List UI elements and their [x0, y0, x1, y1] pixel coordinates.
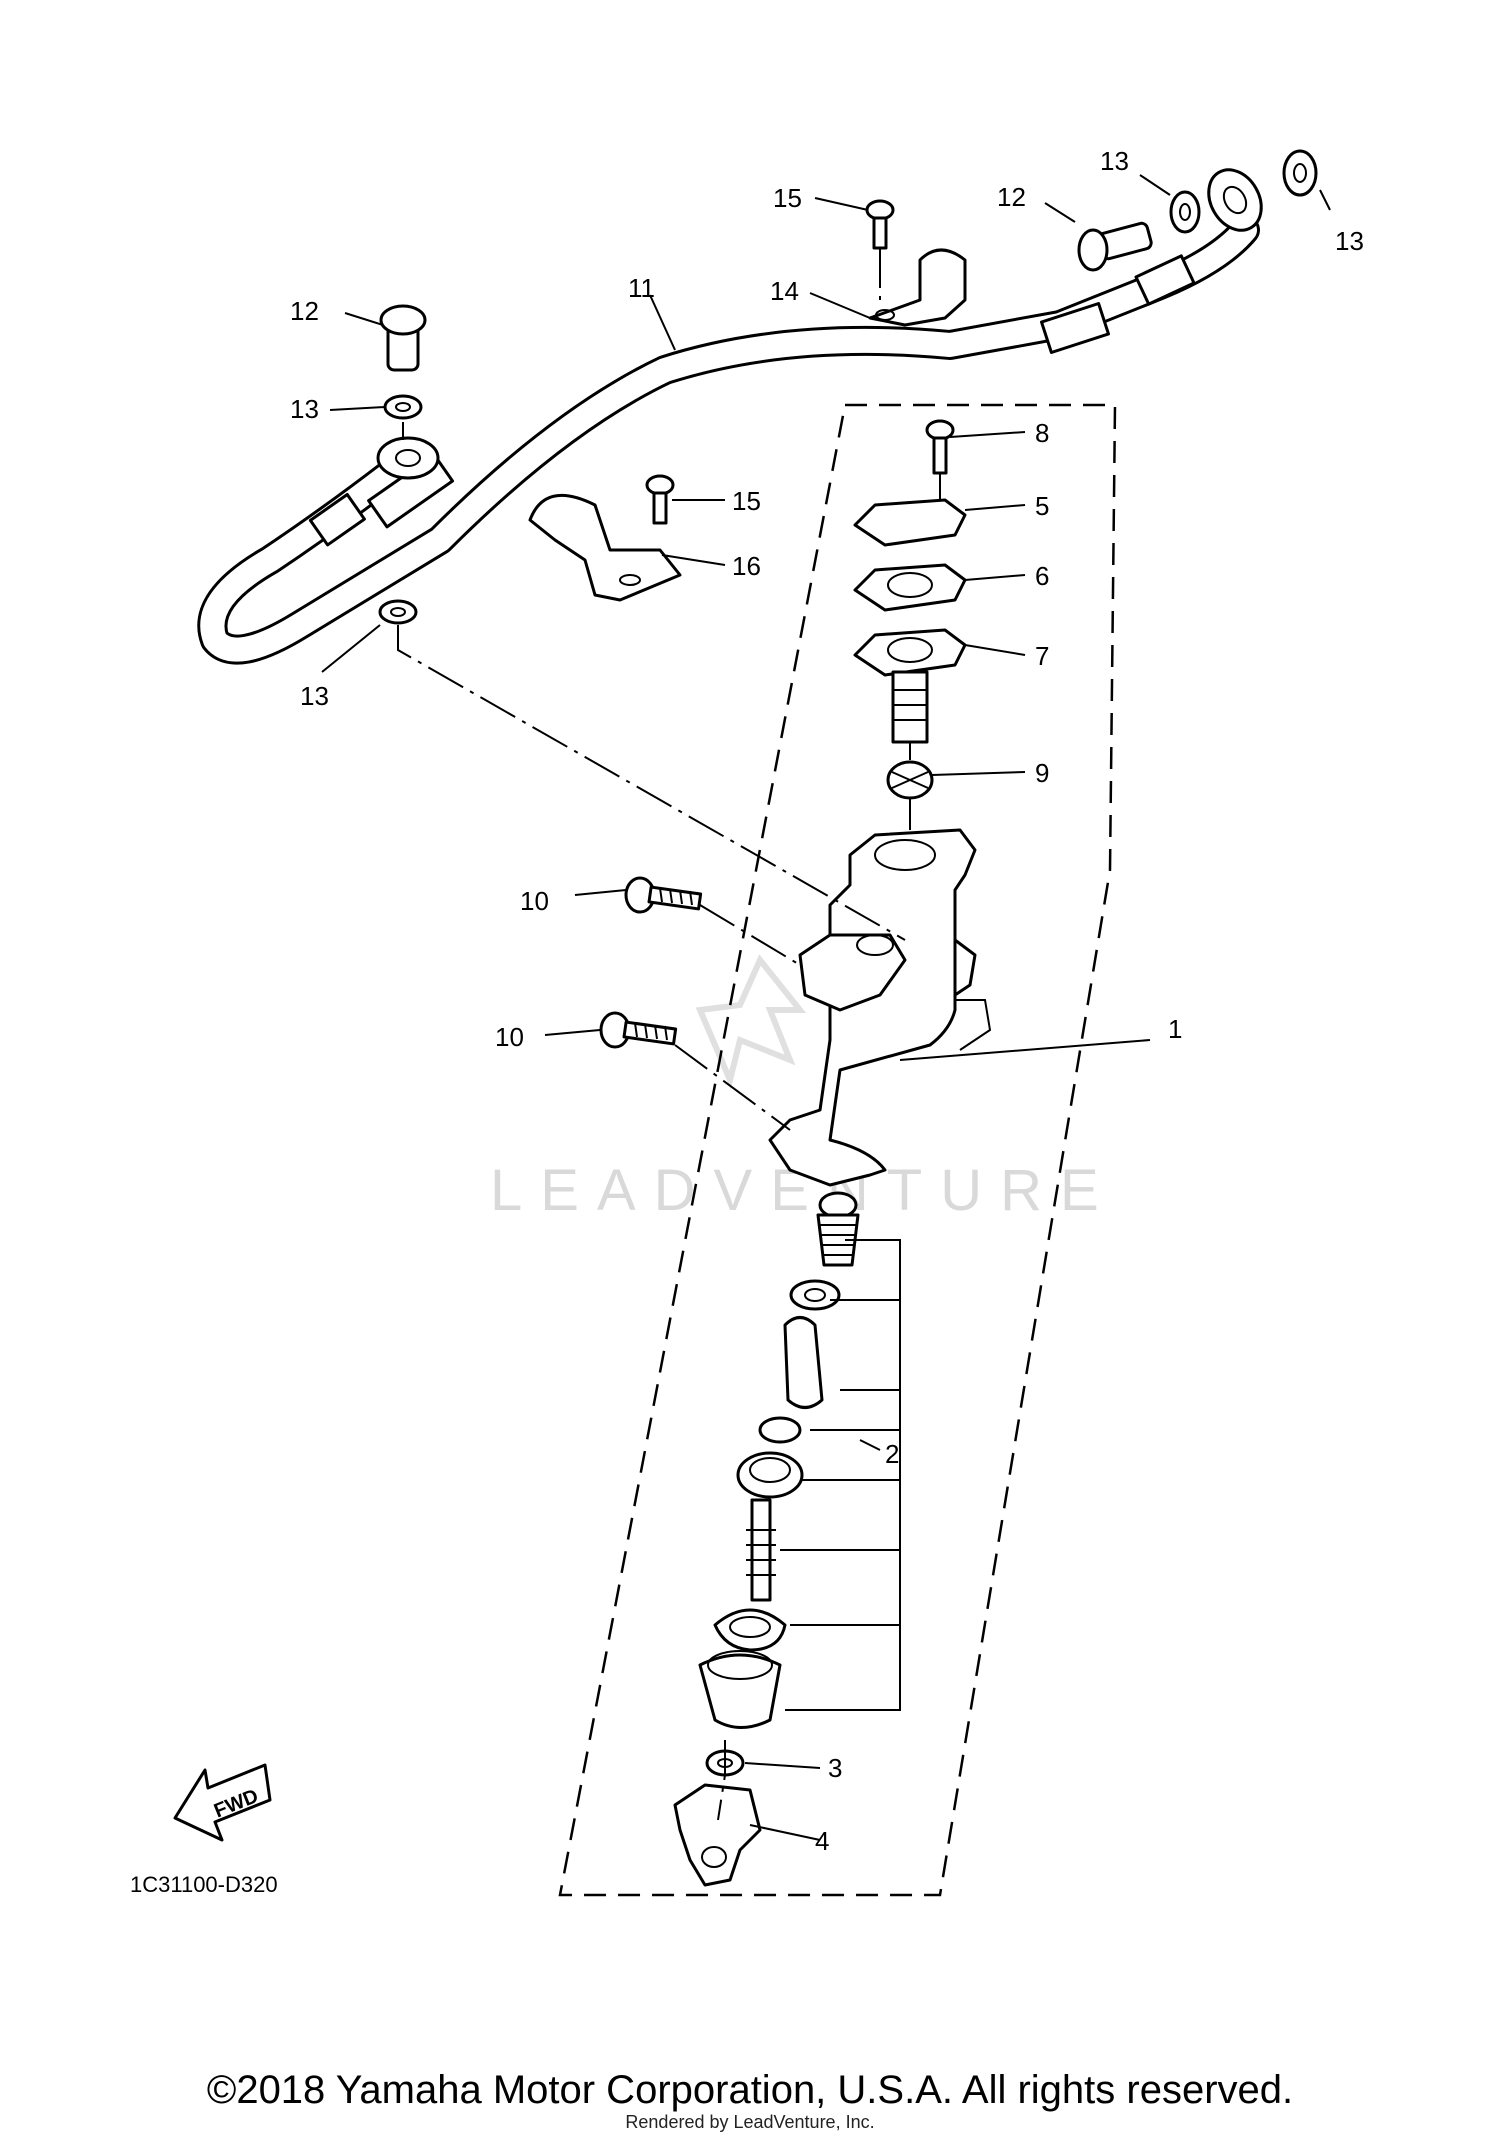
assembly-line-bolt-lower [674, 1044, 791, 1131]
callout-13-left-top: 13 [290, 394, 319, 424]
callout-7: 7 [1035, 641, 1049, 671]
callout-6: 6 [1035, 561, 1049, 591]
hose-clamp-middle [528, 493, 682, 602]
screw-top [865, 199, 895, 250]
banjo-bolt-right [1077, 221, 1153, 272]
reservoir-cap [853, 498, 967, 547]
mounting-bolt-upper [624, 876, 703, 914]
assembly-line-nut [717, 1740, 726, 1821]
leader-lines [321, 174, 1331, 1841]
callout-13-left-bottom: 13 [300, 681, 329, 711]
callout-4: 4 [815, 1826, 829, 1856]
callout-5: 5 [1035, 491, 1049, 521]
callout-15-top: 15 [773, 183, 802, 213]
callout-1: 1 [1168, 1014, 1182, 1044]
diagram-code: 1C31100-D320 [130, 1872, 278, 1897]
callout-12-right: 12 [997, 182, 1026, 212]
mounting-bolt-lower [599, 1011, 678, 1049]
assembly-line-hose [397, 625, 906, 941]
callout-16: 16 [732, 551, 761, 581]
callout-11: 11 [628, 273, 655, 303]
clevis [673, 1783, 762, 1887]
callout-12-left: 12 [290, 296, 319, 326]
kit-bracket [780, 1239, 901, 1711]
piston-kit [698, 1191, 860, 1729]
callout-2: 2 [885, 1439, 899, 1469]
washer-group [378, 149, 1318, 625]
callout-10-upper: 10 [520, 886, 549, 916]
callout-10-lower: 10 [495, 1022, 524, 1052]
joint-cap [886, 760, 934, 800]
rendered-by-credit: Rendered by LeadVenture, Inc. [625, 2112, 875, 2132]
assembly-line-bolt-upper [699, 904, 801, 966]
fwd-arrow-icon: FWD [173, 1763, 272, 1842]
callout-3: 3 [828, 1753, 842, 1783]
master-cylinder-body [768, 828, 992, 1187]
diaphragm [853, 628, 967, 744]
callout-13-right: 13 [1335, 226, 1364, 256]
callout-14: 14 [770, 276, 799, 306]
banjo-bolt-left [379, 304, 427, 372]
callout-8: 8 [1035, 418, 1049, 448]
callout-15-middle: 15 [732, 486, 761, 516]
screw-middle [645, 474, 675, 525]
diaphragm-plate [853, 563, 967, 612]
callout-13-right-top: 13 [1100, 146, 1129, 176]
assembly-line-top [402, 248, 941, 830]
callout-9: 9 [1035, 758, 1049, 788]
copyright-notice: ©2018 Yamaha Motor Corporation, U.S.A. A… [206, 2068, 1294, 2112]
hose-clamp-top [868, 248, 967, 327]
watermark: LEADVENTURE [490, 954, 1099, 1223]
reservoir-screw [925, 419, 955, 475]
brake-hose [197, 168, 1263, 665]
assembly-boundary [558, 403, 1117, 1897]
